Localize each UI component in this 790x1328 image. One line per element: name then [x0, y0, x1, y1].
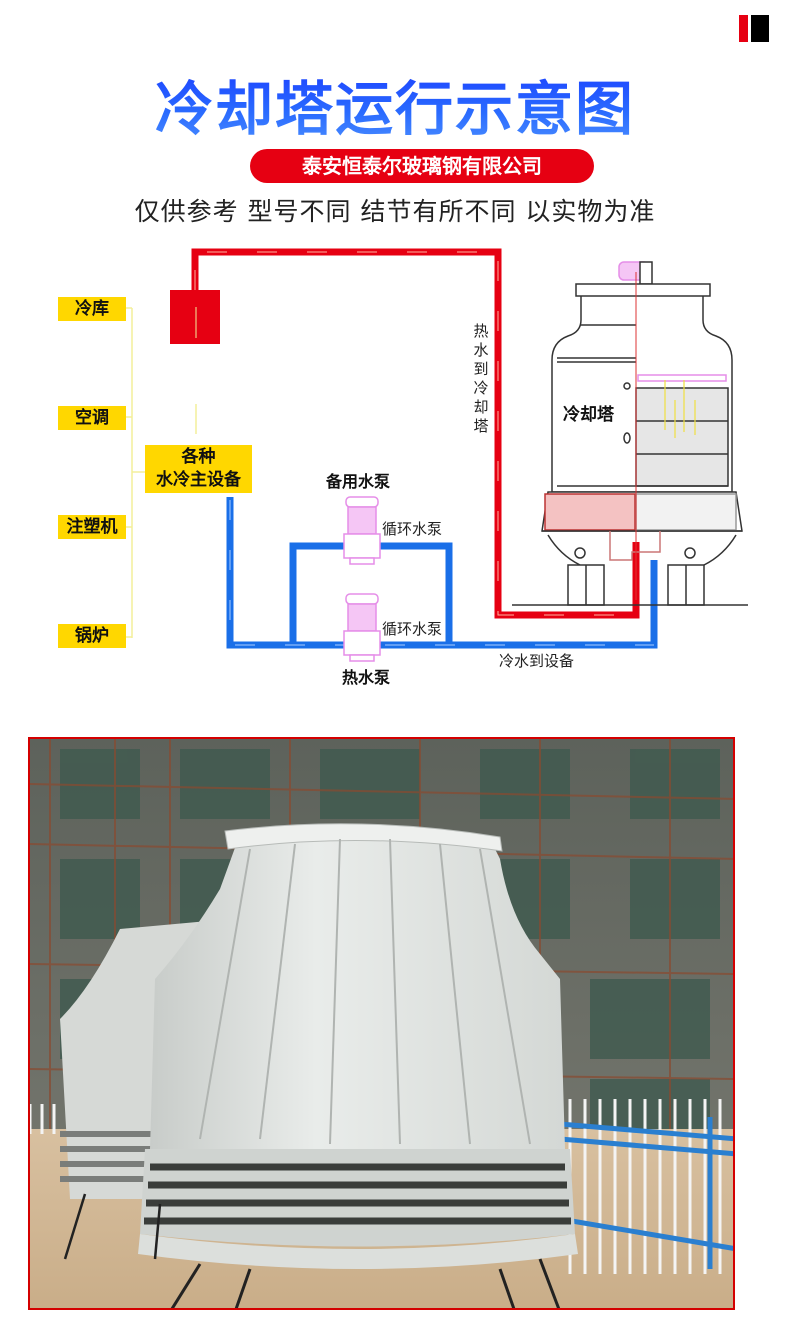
cooling-tower-photo	[28, 737, 735, 1310]
hot-water-to-tower-label: 热 水 到 冷 却 塔	[473, 322, 489, 435]
circulation-pump-label-bottom: 循环水泵	[382, 620, 443, 638]
main-equipment-label: 各种 水冷主设备	[145, 445, 252, 493]
cooling-tower-drawing	[512, 261, 748, 606]
cold-water-to-equipment-label: 冷水到设备	[499, 652, 575, 670]
equipment-label-injection-molding: 注塑机	[58, 515, 126, 539]
main-equipment-line2: 水冷主设备	[156, 470, 241, 490]
equipment-label-cold-storage: 冷库	[58, 297, 126, 321]
cooling-tower-diagram: 冷库 空调 注塑机 锅炉 各种 水冷主设备 备用水泵 循环水泵 循环水泵 热水泵…	[0, 240, 790, 700]
disclaimer-text: 仅供参考 型号不同 结节有所不同 以实物为准	[134, 197, 656, 226]
equipment-label-air-conditioner: 空调	[58, 406, 126, 430]
cooling-tower-label: 冷却塔	[563, 405, 614, 425]
hot-water-pump-label: 热水泵	[342, 668, 391, 687]
main-equipment-line1: 各种	[181, 447, 216, 467]
photo-illustration	[30, 739, 733, 1308]
pump-hot-water	[343, 593, 381, 662]
corner-bar-red	[739, 15, 748, 42]
red-black-bars-icon	[739, 15, 771, 42]
pipe-schematic	[126, 248, 748, 662]
pump-standby	[343, 496, 381, 565]
equipment-label-boiler: 锅炉	[58, 624, 126, 648]
standby-pump-label: 备用水泵	[326, 472, 391, 491]
circulation-pump-label-top: 循环水泵	[382, 520, 443, 538]
corner-bar-black	[751, 15, 769, 42]
page-title: 冷却塔运行示意图	[0, 62, 790, 146]
company-badge: 泰安恒泰尔玻璃钢有限公司	[250, 149, 594, 183]
